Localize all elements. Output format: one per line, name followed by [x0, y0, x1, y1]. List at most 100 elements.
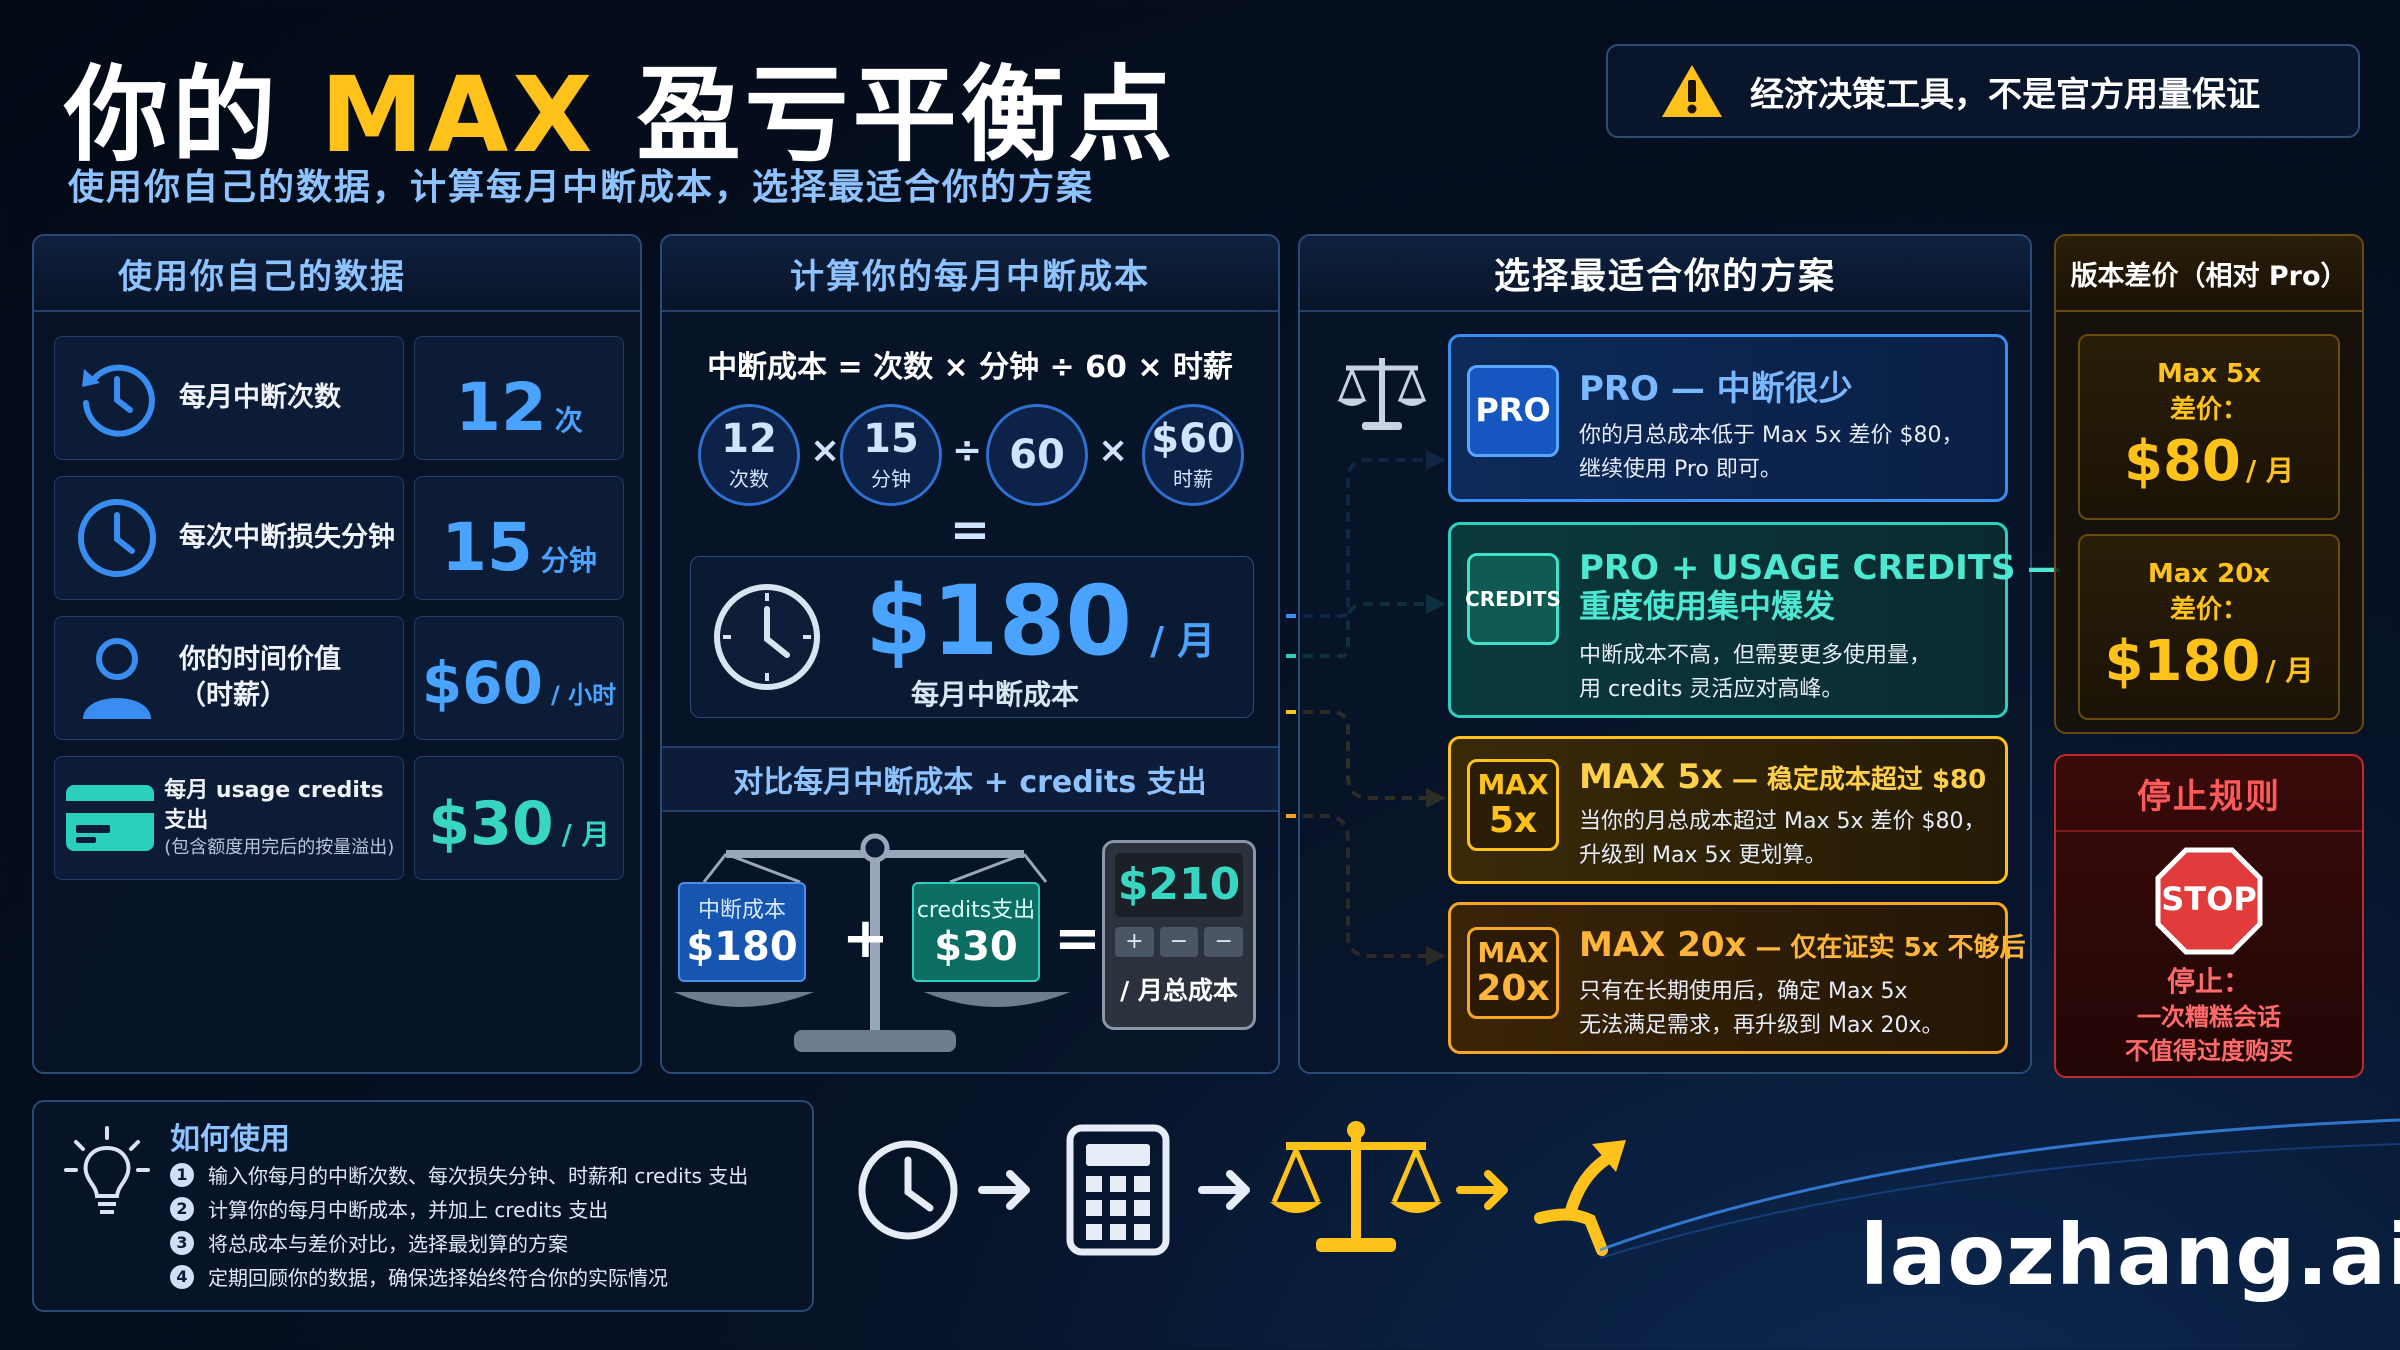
price-diff-title: 版本差价（相对 Pro）: [2056, 236, 2362, 312]
brand-logo-text: laozhang.ai: [1860, 1206, 2400, 1304]
hourly-rate-label: 你的时间价值: [179, 643, 341, 675]
stop-rule-title: 停止规则: [2056, 756, 2362, 832]
calculator-icon: [1066, 1124, 1170, 1256]
calc-key-minus: −: [1159, 927, 1199, 957]
left-pan-value: $180: [686, 924, 798, 970]
calculator-total: $210 + − − / 月总成本: [1102, 840, 1256, 1030]
result-unit: / 月: [1150, 619, 1216, 663]
max20x-title-tail: — 仅在证实 5x 不够后: [1746, 933, 2026, 963]
max5x-title-tail: — 稳定成本超过 $80: [1722, 765, 1987, 795]
minutes-lost-label: 每次中断损失分钟: [179, 521, 395, 553]
max5x-title: MAX 5x: [1579, 757, 1723, 797]
compare-header: 对比每月中断成本 + credits 支出: [662, 746, 1278, 812]
clock-icon: [55, 476, 179, 600]
diff-max20x-value: $180: [2104, 628, 2261, 694]
fork-arrow-icon: [1534, 1140, 1626, 1256]
right-pan-box: credits支出 $30: [912, 882, 1040, 982]
row-credits-spend: 每月 usage credits 支出(包含额度用完后的按量溢出) $30/ 月: [54, 756, 624, 880]
diff-max5x-label-sub: 差价：: [2169, 395, 2248, 426]
pro-title: PRO — 中断很少: [1579, 369, 1853, 409]
how-to-title: 如何使用: [170, 1122, 290, 1157]
right-pan-label: credits支出: [916, 898, 1036, 923]
process-flow: [858, 1121, 1626, 1256]
diff-max5x-unit: / 月: [2246, 453, 2294, 487]
credits-title: PRO + USAGE CREDITS —: [1579, 548, 2062, 588]
stop-line-2: 一次糟糕会话: [2137, 1003, 2281, 1032]
warning-icon: [1662, 65, 1722, 117]
calc-key-plus: +: [1115, 927, 1154, 957]
credits-spend-value: $30/ 月: [414, 756, 624, 880]
diff-max5x-label: Max 5x: [2156, 359, 2262, 389]
credit-card-icon: [55, 756, 164, 880]
page-title: 你的 MAX 盈亏平衡点: [64, 54, 1177, 176]
op-multiply-2: ×: [1098, 430, 1129, 471]
max5x-desc: 当你的月总成本超过 Max 5x 差价 $80，升级到 Max 5x 更划算。: [1579, 809, 1986, 869]
equals-sign: =: [1054, 906, 1101, 971]
history-clock-icon: [55, 336, 179, 460]
plus-sign: +: [842, 906, 889, 971]
left-pan-label: 中断成本: [697, 898, 786, 923]
diff-max5x-value: $80: [2124, 428, 2241, 494]
stop-sign-icon: STOP: [2154, 846, 2264, 956]
cost-calc-title: 计算你的每月中断成本: [662, 236, 1278, 312]
stop-rule-panel: 停止规则 STOP 停止： 一次糟糕会话 不值得过度购买: [2054, 754, 2364, 1078]
pro-desc: 你的月总成本低于 Max 5x 差价 $80，继续使用 Pro 即可。: [1579, 423, 1964, 483]
diff-max20x-unit: / 月: [2265, 653, 2314, 687]
stop-line-1: 停止：: [2166, 965, 2251, 998]
diff-max20x: Max 20x 差价： $180 / 月: [2078, 534, 2340, 720]
credits-desc: 中断成本不高，但需要更多使用量，用 credits 灵活应对高峰。: [1579, 643, 1932, 703]
stop-sign-text: STOP: [2161, 880, 2257, 918]
plan-pro[interactable]: PRO PRO — 中断很少 你的月总成本低于 Max 5x 差价 $80，继续…: [1448, 334, 2008, 502]
balance-scale-graphic: [674, 833, 1070, 1052]
total-value: $210: [1115, 853, 1243, 917]
hourly-rate-label-sub: （时薪）: [179, 680, 287, 711]
clock-icon: [709, 579, 825, 699]
hourly-rate-value: $60/ 小时: [414, 616, 624, 740]
lightbulb-icon: [64, 1126, 150, 1214]
max20x-title: MAX 20x: [1579, 925, 1747, 965]
user-icon: [55, 616, 179, 740]
stop-line-3: 不值得过度购买: [2125, 1036, 2293, 1065]
result-value: $180: [865, 565, 1133, 677]
plan-pro-credits[interactable]: CREDITS PRO + USAGE CREDITS —重度使用集中爆发 中断…: [1448, 522, 2061, 718]
result-box: $180 / 月 每月中断成本: [690, 556, 1254, 718]
formula-text: 中断成本 = 次数 × 分钟 ÷ 60 × 时薪: [707, 350, 1233, 385]
diff-max20x-label-sub: 差价：: [2169, 595, 2248, 626]
total-label: / 月总成本: [1120, 976, 1238, 1005]
arrow-right-icon: [1456, 1170, 1508, 1210]
arrow-right-icon: [978, 1170, 1030, 1210]
op-multiply: ×: [810, 430, 841, 471]
diff-max5x: Max 5x 差价： $80 / 月: [2078, 334, 2340, 520]
balance-scale-icon: [1337, 358, 1427, 430]
interrupt-count-label: 每月中断次数: [179, 381, 341, 413]
credits-title-sub: 重度使用集中爆发: [1579, 587, 1836, 626]
calc-key-minus-2: −: [1204, 927, 1244, 957]
left-pan-box: 中断成本 $180: [678, 882, 806, 982]
op-equals: =: [949, 502, 991, 558]
diff-max20x-label: Max 20x: [2147, 559, 2271, 589]
input-circle-sixty: 60: [986, 404, 1088, 506]
decorative-glow-line: [1600, 1118, 2400, 1259]
row-hourly-rate: 你的时间价值 （时薪） $60/ 小时: [54, 616, 624, 740]
clock-icon: [858, 1140, 958, 1240]
op-divide: ÷: [952, 430, 983, 471]
result-label: 每月中断成本: [911, 678, 1080, 711]
data-input-title: 使用你自己的数据: [34, 236, 640, 312]
credits-badge: CREDITS: [1465, 553, 1561, 645]
